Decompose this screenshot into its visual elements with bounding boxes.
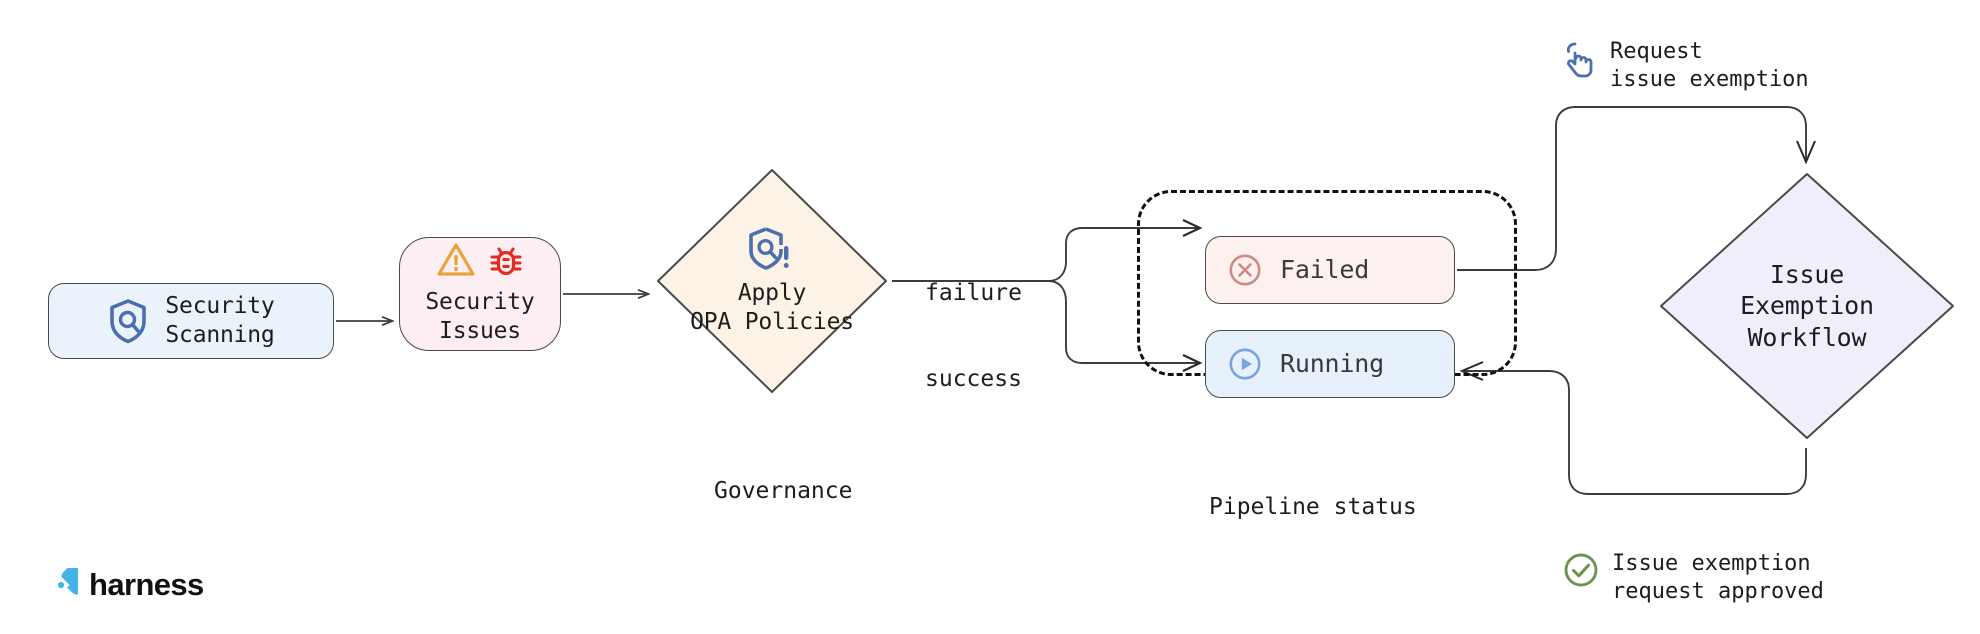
diamond-shape [1660,173,1954,439]
node-label: Issue Exemption Workflow [1740,259,1874,352]
node-apply-opa-policies[interactable]: Apply OPA Policies [654,166,890,396]
node-issue-exemption-workflow[interactable]: Issue Exemption Workflow [1657,170,1957,442]
node-label: Security Scanning [165,293,275,348]
node-security-issues[interactable]: Security Issues [399,237,561,351]
check-circle-icon [1564,553,1598,587]
annotation-text: Request issue exemption [1610,39,1809,93]
node-label: Running [1280,349,1384,379]
shield-search-icon [110,299,147,344]
node-security-scanning[interactable]: Security Scanning [48,283,334,359]
warning-triangle-icon [437,243,475,276]
click-tap-icon [1566,42,1593,78]
annotation-issue-exemption-approved: Issue exemption request approved [1563,550,1824,606]
node-failed[interactable]: Failed [1205,236,1455,304]
edge-label-success: success [925,366,1022,392]
shield-search-alert-icon [749,227,789,270]
diamond-shape [657,169,887,393]
annotation-request-issue-exemption: Request issue exemption [1563,38,1809,94]
bug-icon [490,247,522,276]
brand-name: harness [89,567,204,602]
node-running[interactable]: Running [1205,330,1455,398]
circle-play-icon [1229,348,1261,380]
harness-diamond-logo-icon [52,568,78,595]
caption-pipeline-status: Pipeline status [1209,494,1417,520]
harness-logo: harness [44,567,204,603]
node-label: Security Issues [425,289,535,344]
edge-label-failure: failure [925,280,1022,306]
node-label: Failed [1280,255,1370,285]
circle-x-icon [1229,254,1261,286]
node-label: Apply OPA Policies [690,280,854,335]
caption-governance: Governance [714,478,853,504]
annotation-text: Issue exemption request approved [1612,551,1824,605]
